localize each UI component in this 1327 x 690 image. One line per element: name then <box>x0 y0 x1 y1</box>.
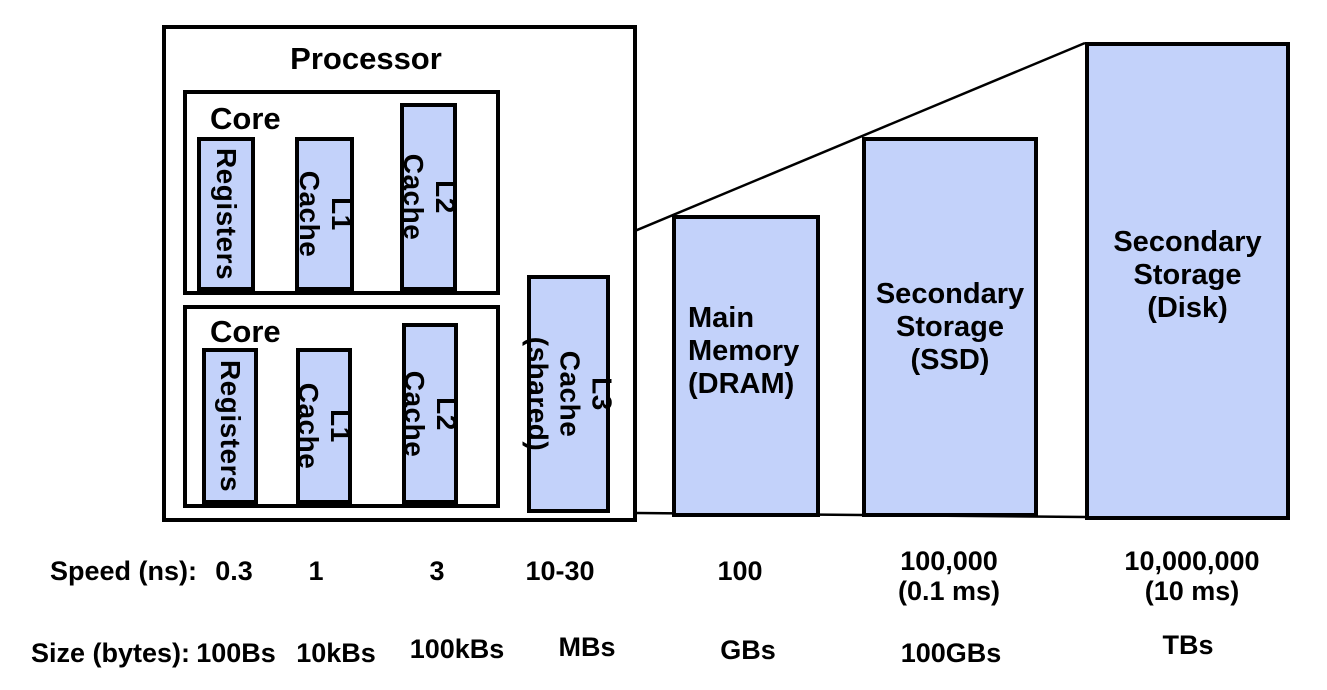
registers-bar-label: Registers <box>215 359 247 493</box>
core-label: Core <box>210 101 281 136</box>
disk-box: Secondary Storage (Disk) <box>1085 42 1290 520</box>
processor-title: Processor <box>290 41 442 76</box>
registers-bar-label: Registers <box>211 147 243 281</box>
main-memory-label: Main Memory (DRAM) <box>688 301 800 400</box>
l3-cache-bar-label: L3 Cache (shared) <box>521 336 617 452</box>
registers-bar: Registers <box>197 137 255 291</box>
speed-value-l2: 3 <box>429 556 445 586</box>
core-box-1: Core Registers L1 Cache L2 Cache <box>183 90 500 295</box>
registers-bar: Registers <box>202 348 258 504</box>
size-value-dram: GBs <box>720 635 776 665</box>
l1-cache-bar: L1 Cache <box>293 348 356 504</box>
size-row-label: Size (bytes): <box>30 638 190 668</box>
size-value-ssd: 100GBs <box>900 638 1002 668</box>
l2-cache-bar: L2 Cache <box>399 323 462 504</box>
core-label: Core <box>210 314 281 349</box>
size-value-registers: 100Bs <box>196 638 276 668</box>
disk-label: Secondary Storage (Disk) <box>1113 225 1262 324</box>
l2-cache-bar: L2 Cache <box>398 103 461 291</box>
l3-cache-bar: L3 Cache (shared) <box>521 275 617 513</box>
ssd-box: Secondary Storage (SSD) <box>862 137 1038 517</box>
l1-cache-bar-label: L1 Cache <box>293 382 357 470</box>
speed-value-dram: 100 <box>717 556 763 586</box>
speed-value-l1: 1 <box>308 556 324 586</box>
l2-cache-bar-label: L2 Cache <box>399 370 463 457</box>
speed-value-l3: 10-30 <box>525 556 595 586</box>
core-box-2: Core Registers L1 Cache L2 Cache <box>183 305 500 508</box>
ssd-label: Secondary Storage (SSD) <box>875 277 1025 376</box>
processor-box: Processor Core Registers L1 Cache L2 Cac… <box>162 25 637 522</box>
speed-value-ssd: 100,000 (0.1 ms) <box>897 546 1001 606</box>
l2-cache-bar-label: L2 Cache <box>397 153 461 241</box>
speed-row-label: Speed (ns): <box>49 556 197 586</box>
speed-value-disk: 10,000,000 (10 ms) <box>1124 546 1260 606</box>
size-value-l1: 10kBs <box>296 638 376 668</box>
size-value-l3: MBs <box>558 632 616 662</box>
speed-value-registers: 0.3 <box>215 556 253 586</box>
l1-cache-bar: L1 Cache <box>293 137 357 291</box>
size-value-l2: 100kBs <box>409 634 505 664</box>
size-value-disk: TBs <box>1162 630 1214 660</box>
l1-cache-bar-label: L1 Cache <box>293 170 357 258</box>
main-memory-box: Main Memory (DRAM) <box>672 215 820 517</box>
